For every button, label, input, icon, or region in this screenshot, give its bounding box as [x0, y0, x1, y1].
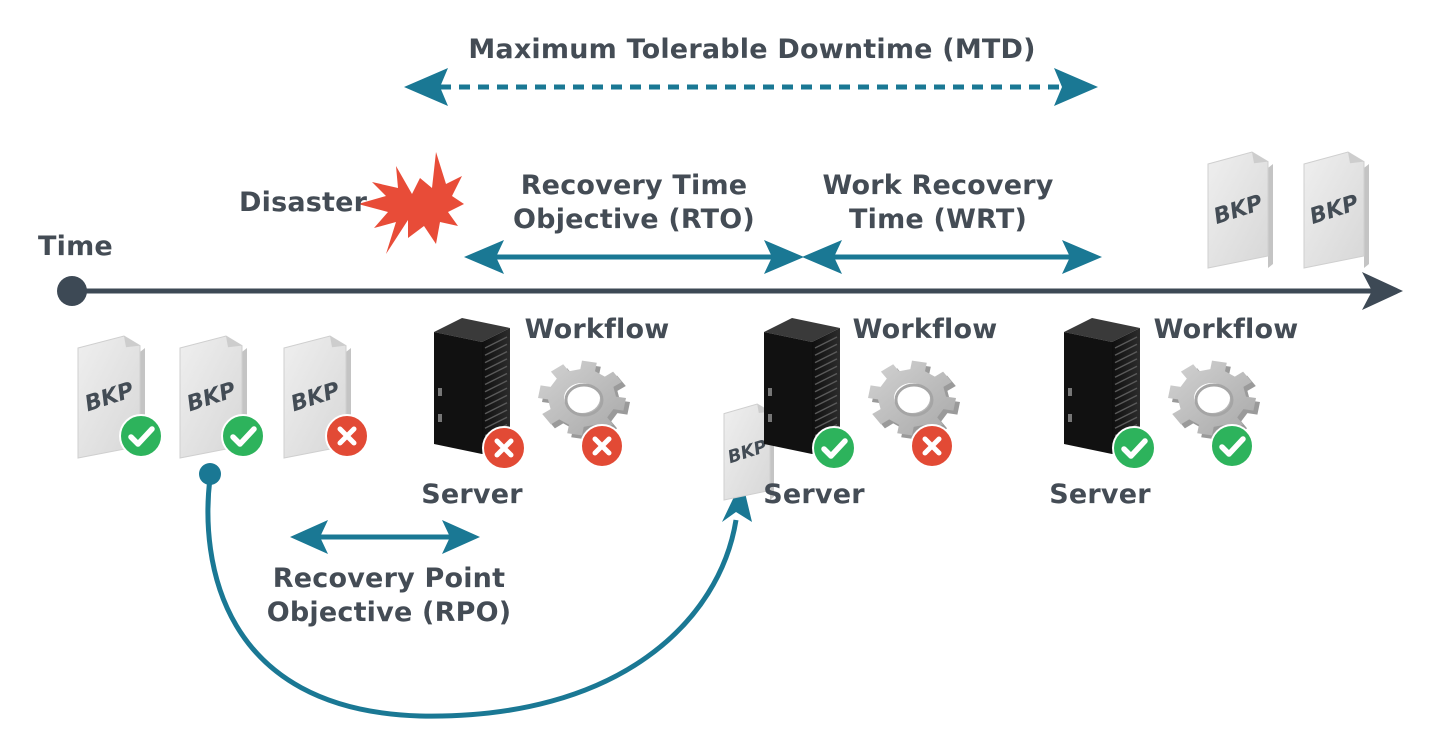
workflow-gear-1-icon	[538, 360, 630, 440]
server-label-3: Server	[1049, 479, 1151, 510]
workflow-label-2: Workflow	[852, 314, 998, 345]
workflow-label-1: Workflow	[524, 314, 670, 345]
x-badge-icon	[580, 424, 624, 468]
check-badge-icon	[1112, 426, 1156, 470]
rto-label-line1: Recovery Time	[520, 170, 748, 201]
server-rack-1-icon	[434, 318, 510, 454]
server-rack-3-icon	[1064, 318, 1140, 454]
check-badge-icon	[812, 426, 856, 470]
rpo-label-line1: Recovery Point	[272, 563, 506, 594]
backup-document-future-1-icon: BKP	[1207, 151, 1273, 269]
mtd-label: Maximum Tolerable Downtime (MTD)	[468, 34, 1036, 65]
check-badge-icon	[1210, 424, 1254, 468]
wrt-label-line2: Time (WRT)	[849, 204, 1027, 235]
server-label-1: Server	[421, 479, 523, 510]
rpo-arrow	[290, 520, 480, 554]
x-badge-icon	[325, 414, 369, 458]
workflow-gear-2-icon	[868, 360, 960, 440]
server-rack-2-icon	[764, 318, 840, 454]
workflow-gear-3-icon	[1168, 360, 1260, 440]
timeline-axis	[57, 272, 1403, 310]
rto-arrow	[464, 240, 804, 274]
rpo-label-line2: Objective (RPO)	[266, 597, 512, 628]
check-badge-icon	[119, 414, 163, 458]
wrt-arrow	[802, 240, 1102, 274]
wrt-label-line1: Work Recovery	[822, 170, 1054, 201]
x-badge-icon	[910, 424, 954, 468]
time-label: Time	[38, 231, 113, 262]
check-badge-icon	[221, 414, 265, 458]
mtd-arrow	[404, 68, 1098, 106]
rto-label-line2: Objective (RTO)	[513, 204, 755, 235]
disaster-label: Disaster	[239, 187, 368, 218]
workflow-label-3: Workflow	[1153, 314, 1299, 345]
server-label-2: Server	[763, 479, 865, 510]
timeline-start-dot	[57, 276, 87, 306]
x-badge-icon	[482, 426, 526, 470]
backup-document-future-2-icon: BKP	[1303, 151, 1369, 269]
explosion-icon	[358, 152, 464, 254]
